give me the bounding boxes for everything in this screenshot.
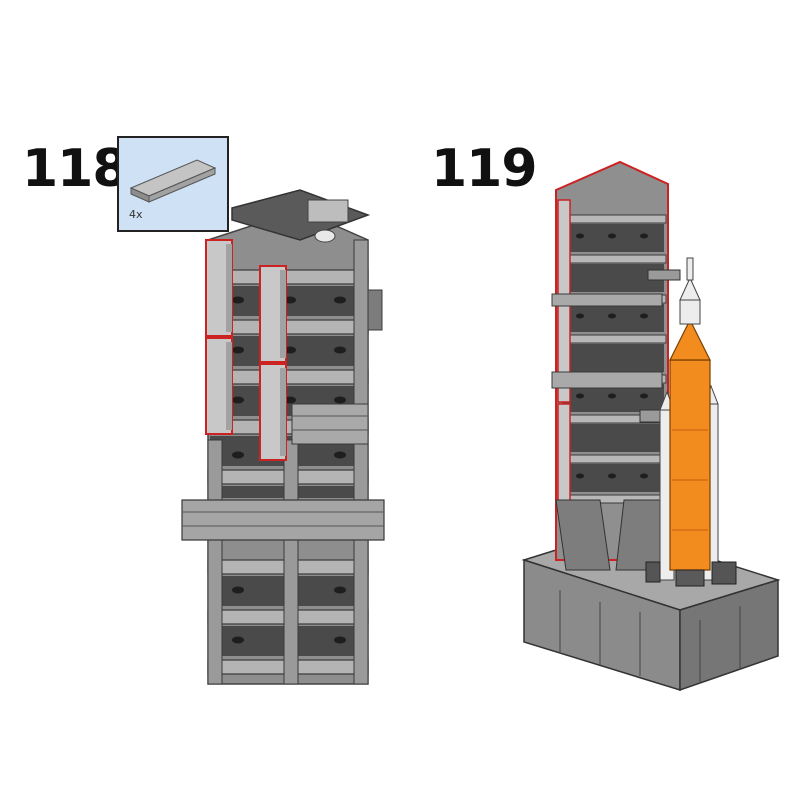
parts-callout: 4x — [117, 136, 229, 232]
part-quantity: 4x — [129, 208, 143, 221]
tile-1x4-part-icon — [129, 159, 217, 203]
step-number-119: 119 — [431, 139, 538, 199]
step-number-118: 118 — [22, 139, 129, 199]
